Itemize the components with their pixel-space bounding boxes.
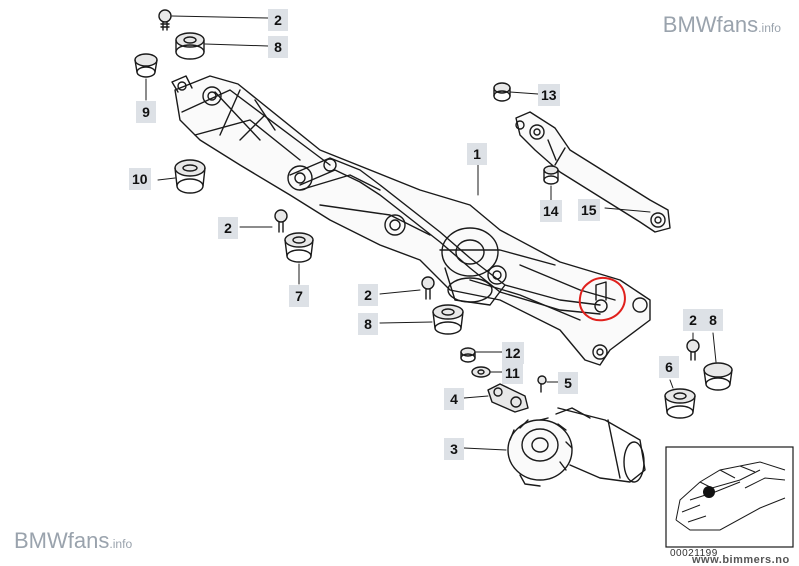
grommet-part-8-low xyxy=(432,304,464,335)
callout-8-low: 8 xyxy=(358,313,378,335)
watermark-bottom-left-suffix: .info xyxy=(109,537,133,551)
screw-part-2-top xyxy=(158,9,172,31)
callout-2-low: 2 xyxy=(358,284,378,306)
crank-part-4 xyxy=(487,383,529,413)
screw-part-2-low xyxy=(421,276,435,300)
callout-7: 7 xyxy=(289,285,309,307)
callout-2-mid: 2 xyxy=(218,217,238,239)
inset-car-thumbnail xyxy=(665,446,794,548)
callout-8-top: 8 xyxy=(268,36,288,58)
grommet-part-10 xyxy=(174,159,206,194)
grommet-part-9 xyxy=(134,53,158,78)
grommet-part-8-top xyxy=(175,32,205,60)
watermark-top-right-main: BMWfans xyxy=(662,12,759,37)
nut-part-12 xyxy=(460,347,476,363)
highlight-circle xyxy=(578,276,626,322)
linkage-rod-15 xyxy=(515,111,671,233)
watermark-bottom-left: BMWfans.info xyxy=(14,528,132,554)
callout-10: 10 xyxy=(129,168,151,190)
callout-14: 14 xyxy=(540,200,562,222)
watermark-top-right-suffix: .info xyxy=(758,21,781,35)
grommet-part-8-right xyxy=(703,362,733,391)
grommet-part-6 xyxy=(664,388,696,419)
wiper-linkage-frame xyxy=(171,75,651,366)
watermark-top-right: BMWfans.info xyxy=(663,12,781,38)
document-number: 00021199 xyxy=(670,548,718,559)
callout-9: 9 xyxy=(136,101,156,123)
callout-15: 15 xyxy=(578,199,600,221)
screw-part-5 xyxy=(537,375,547,393)
callout-2-right: 2 xyxy=(683,309,703,331)
leader-lines xyxy=(145,15,717,451)
washer-part-11 xyxy=(471,366,491,378)
watermark-bottom-left-main: BMWfans xyxy=(14,528,110,553)
callout-2-top: 2 xyxy=(268,9,288,31)
screw-part-2-right xyxy=(686,339,700,361)
nut-part-13 xyxy=(493,82,511,102)
callout-8-right: 8 xyxy=(703,309,723,331)
callout-12: 12 xyxy=(502,342,524,364)
callout-11: 11 xyxy=(502,362,523,384)
site-watermark: www.bimmers.no xyxy=(692,554,790,566)
callout-6: 6 xyxy=(659,356,679,378)
callout-4: 4 xyxy=(444,388,464,410)
wiper-motor-part-3 xyxy=(507,407,646,487)
callout-5: 5 xyxy=(558,372,578,394)
callout-3: 3 xyxy=(444,438,464,460)
callout-13: 13 xyxy=(538,84,560,106)
grommet-part-7 xyxy=(284,232,314,263)
nut-part-14 xyxy=(543,165,559,185)
screw-part-2-mid xyxy=(274,209,288,233)
callout-1: 1 xyxy=(467,143,487,165)
